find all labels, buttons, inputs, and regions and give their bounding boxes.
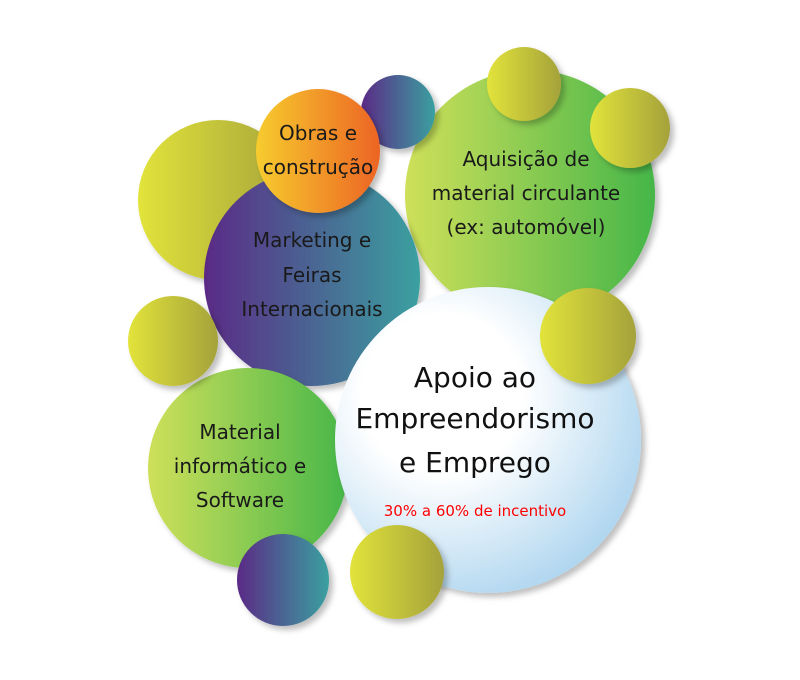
incentive-text: 30% a 60% de incentivo	[384, 502, 566, 520]
aquisicao-line-2: material circulante	[432, 181, 620, 205]
material-line-2: informático e	[174, 454, 306, 478]
marketing-line-3: Internacionais	[241, 297, 382, 321]
bubble-marketing	[204, 170, 420, 386]
olive-circle-small	[487, 47, 561, 121]
obras-line-2: construção	[263, 155, 374, 179]
apoio-line-3: e Emprego	[399, 446, 551, 479]
olive-circle-small	[350, 525, 444, 619]
marketing-line-1: Marketing e	[253, 228, 371, 252]
olive-circle-small	[590, 88, 670, 168]
purple-circle-small-bottom	[237, 534, 329, 626]
purple-circle-small-top	[361, 75, 435, 149]
apoio-line-1: Apoio ao	[414, 361, 536, 394]
bubble-material	[148, 368, 348, 568]
aquisicao-line-3: (ex: automóvel)	[447, 215, 606, 239]
apoio-line-2: Empreendorismo	[355, 402, 594, 435]
bubble-obras	[256, 89, 380, 213]
marketing-line-2: Feiras	[282, 263, 341, 287]
material-line-1: Material	[199, 420, 280, 444]
olive-circle-small	[540, 288, 636, 384]
material-line-3: Software	[196, 488, 284, 512]
olive-circle-small	[128, 296, 218, 386]
obras-line-1: Obras e	[279, 121, 357, 145]
aquisicao-line-1: Aquisição de	[462, 147, 589, 171]
